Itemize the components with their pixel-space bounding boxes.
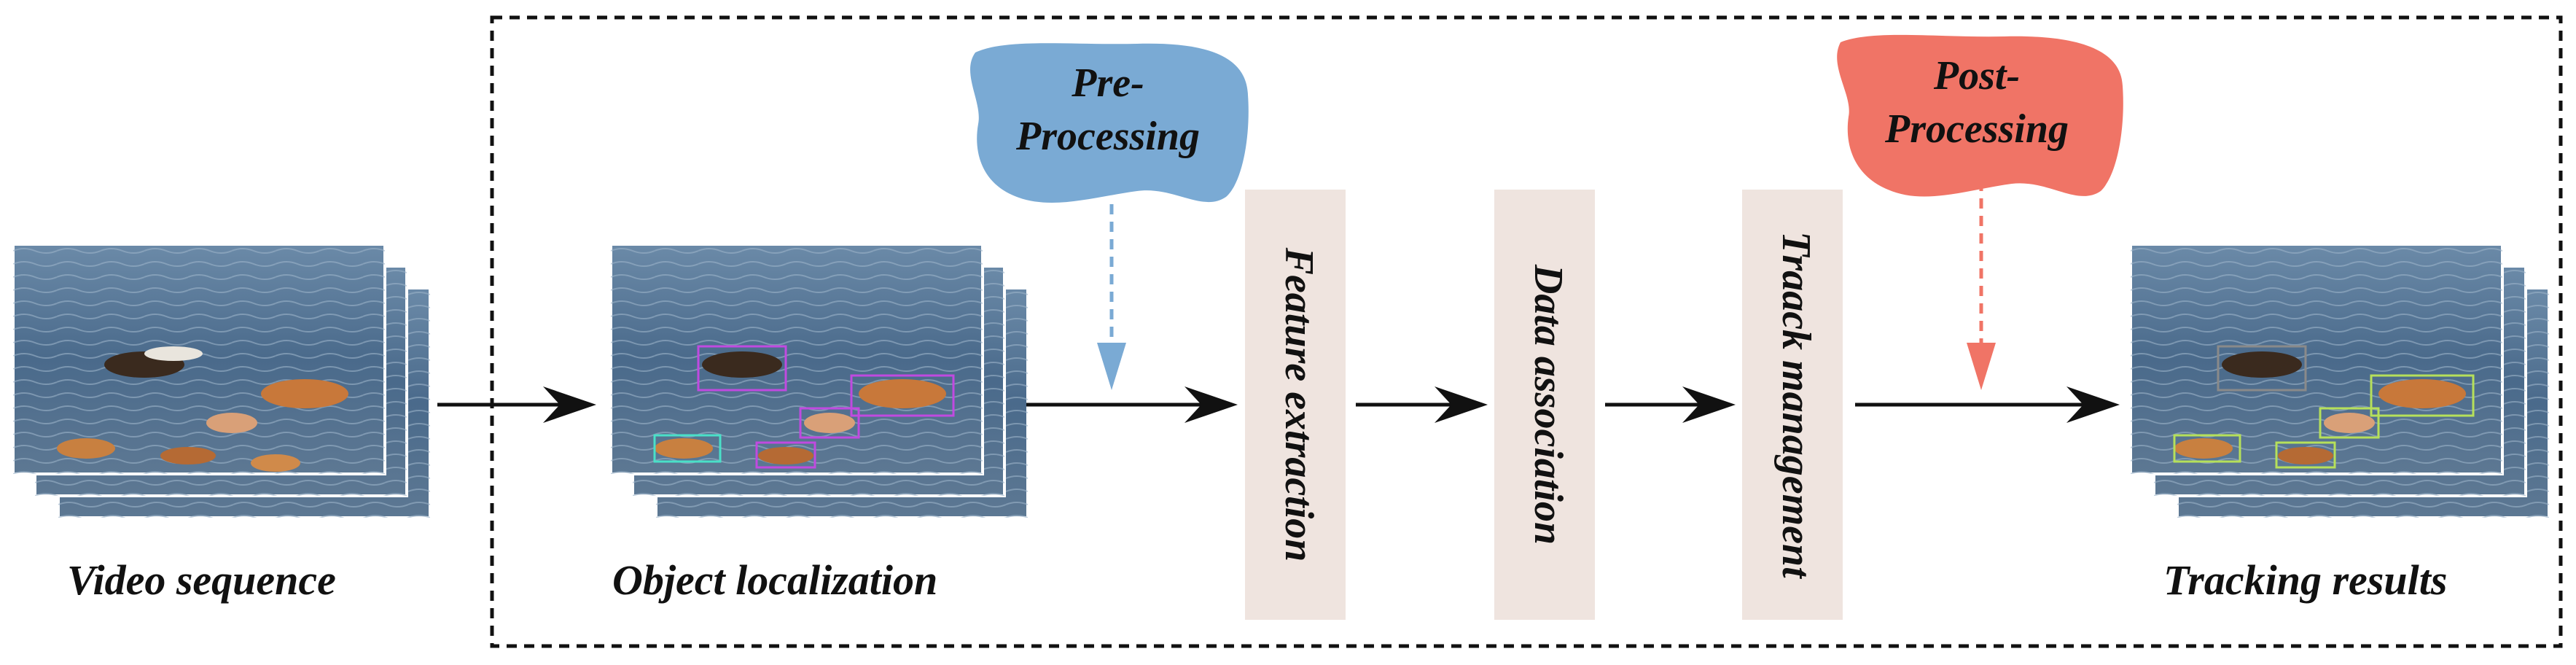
tracking-frame-front bbox=[2129, 243, 2504, 475]
tracking-results-caption: Tracking results bbox=[2163, 556, 2447, 604]
track-box bbox=[2370, 374, 2475, 417]
data-association-box bbox=[1494, 190, 1595, 620]
pipeline-container bbox=[490, 15, 2563, 648]
post-processing-line1: Post- bbox=[1933, 53, 2020, 98]
post-processing-blob bbox=[1837, 34, 2123, 197]
data-association-label: Data association bbox=[1526, 264, 1571, 545]
detection-box bbox=[755, 441, 816, 469]
pre-processing-line2: Processing bbox=[1015, 114, 1200, 159]
pre-processing-line1: Pre- bbox=[1071, 61, 1144, 106]
tracking-results-frames bbox=[2129, 243, 2550, 519]
post-processing-line2: Processing bbox=[1884, 106, 2069, 152]
detection-box bbox=[653, 434, 722, 463]
feature-extraction-box bbox=[1245, 190, 1346, 620]
video-sequence-caption: Video sequence bbox=[67, 556, 336, 604]
pre-processing-blob bbox=[970, 43, 1249, 203]
pre-processing-arrowhead bbox=[1097, 343, 1126, 390]
track-box bbox=[2217, 345, 2307, 392]
object-localization-caption: Object localization bbox=[612, 556, 937, 604]
track-box bbox=[2173, 434, 2241, 463]
feature-extraction-label: Feature extraction bbox=[1276, 247, 1322, 562]
detection-box bbox=[850, 374, 955, 417]
object-localization-frames bbox=[609, 243, 1029, 519]
detection-box bbox=[799, 407, 860, 439]
track-box bbox=[2275, 441, 2336, 469]
track-box bbox=[2319, 407, 2380, 439]
detection-box bbox=[697, 345, 787, 392]
video-sequence-frames bbox=[12, 243, 432, 519]
localization-frame-front bbox=[609, 243, 984, 475]
track-management-box bbox=[1742, 190, 1843, 620]
post-processing-arrowhead bbox=[1967, 343, 1996, 390]
video-frame-front bbox=[12, 243, 386, 475]
track-management-label: Traack management bbox=[1773, 231, 1819, 579]
